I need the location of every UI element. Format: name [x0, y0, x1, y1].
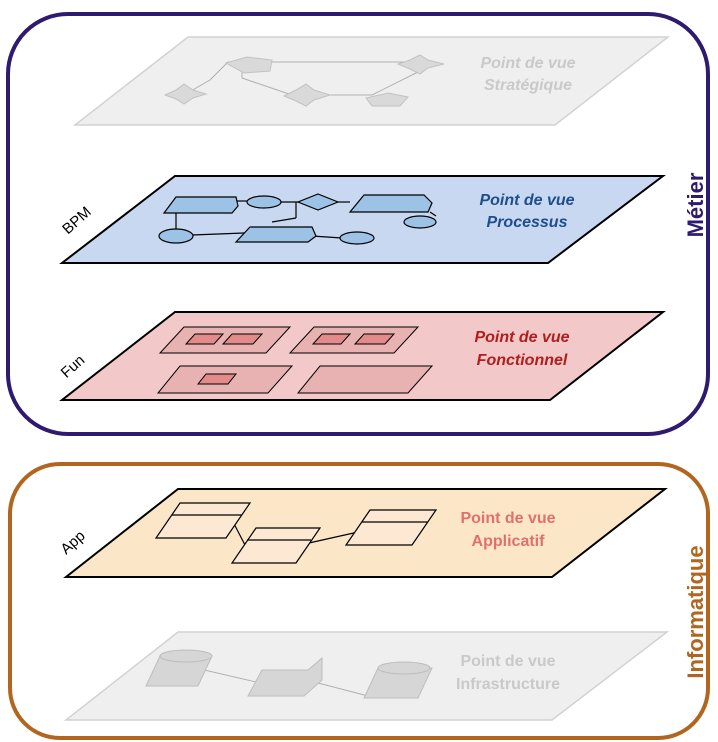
- event-shape: [158, 228, 194, 244]
- star-shape: [282, 83, 332, 107]
- event-shape: [403, 215, 437, 229]
- informatique-group-label: Informatique: [683, 545, 708, 678]
- processus-shapes: [158, 193, 437, 245]
- pentagon-shape: [224, 56, 273, 74]
- sub-function: [184, 333, 225, 345]
- process-shape: [162, 196, 239, 214]
- processus-title-line2: Processus: [487, 214, 568, 231]
- applicatif-title-line2: Applicatif: [472, 533, 546, 550]
- pentagon-shape: [365, 92, 409, 107]
- gateway-shape: [296, 193, 340, 211]
- applicatif-title-line1: Point de vue: [460, 510, 555, 527]
- metier-group-frame: [6, 12, 710, 436]
- process-shape: [348, 194, 433, 213]
- processus-plane: [59, 175, 666, 264]
- event-shape: [339, 231, 375, 245]
- processus-title-line1: Point de vue: [479, 192, 574, 209]
- infrastructure-title-line2: Infrastructure: [456, 676, 560, 693]
- fonctionnel-blocks: [156, 326, 434, 394]
- layer-strategique: Point de vue Stratégique: [72, 36, 671, 126]
- processus-side-label: BPM: [59, 203, 95, 237]
- event-shape: [246, 195, 282, 209]
- strategique-plane: [72, 36, 671, 126]
- fonctionnel-title-line1: Point de vue: [474, 329, 569, 346]
- infrastructure-nodes: [145, 649, 433, 699]
- star-shape: [163, 83, 208, 105]
- server-icon: [247, 656, 323, 697]
- informatique-group-frame: [8, 462, 710, 740]
- sub-function: [311, 333, 352, 345]
- strategique-title-line2: Stratégique: [484, 77, 572, 94]
- fonctionnel-title-line2: Fonctionnel: [477, 352, 568, 369]
- applicatif-components: [154, 502, 438, 564]
- function-block: [296, 365, 434, 394]
- star-shape: [396, 54, 445, 75]
- strategique-shapes: [163, 54, 445, 107]
- sub-function: [353, 333, 396, 345]
- layer-infrastructure: Point de vue Infrastructure: [63, 631, 670, 721]
- layer-processus: Point de vue Processus BPM: [59, 175, 666, 264]
- layer-applicatif: Point de vue Applicatif App: [57, 488, 668, 578]
- metier-group-label: Métier: [683, 172, 708, 237]
- layer-fonctionnel: Point de vue Fonctionnel Fun: [58, 311, 666, 401]
- sub-function: [221, 333, 264, 345]
- application-box: [230, 527, 322, 564]
- strategique-title-line1: Point de vue: [480, 55, 575, 72]
- application-box: [344, 509, 438, 546]
- applicatif-side-label: App: [57, 527, 88, 558]
- sub-function: [196, 373, 238, 385]
- infrastructure-title-line1: Point de vue: [460, 653, 555, 670]
- fonctionnel-side-label: Fun: [58, 352, 89, 382]
- application-box: [154, 502, 252, 539]
- infrastructure-connectors: [199, 668, 373, 698]
- infrastructure-plane: [63, 631, 670, 721]
- process-shape: [234, 226, 317, 243]
